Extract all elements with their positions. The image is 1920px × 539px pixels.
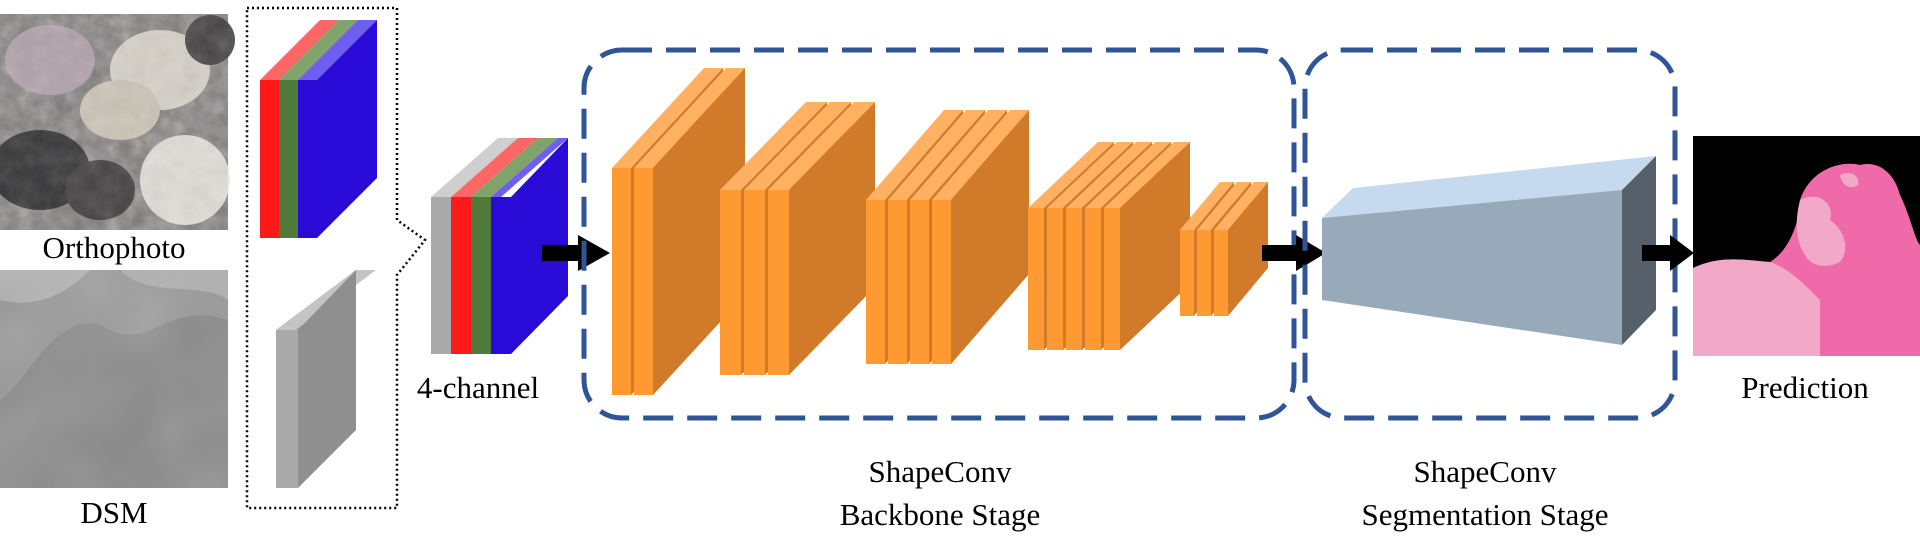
layer-front-face xyxy=(932,200,951,364)
orthophoto-label: Orthophoto xyxy=(43,230,186,265)
backbone-layer-group-3 xyxy=(866,110,1029,364)
dotted-bracket xyxy=(245,6,427,510)
layer-front-face xyxy=(1066,208,1082,350)
four-channel-block xyxy=(431,138,568,354)
segmentation-stage-box xyxy=(1302,47,1678,421)
backbone-layer-group-5 xyxy=(1180,182,1268,316)
layer-front-face xyxy=(1104,208,1120,350)
backbone-stage-box xyxy=(581,47,1297,421)
layer-top-face xyxy=(1214,182,1268,230)
layer-top-face xyxy=(1197,182,1251,230)
layer-front-face xyxy=(1028,208,1044,350)
backbone-caption-line2: Backbone Stage xyxy=(840,497,1041,532)
dsm-label: DSM xyxy=(80,495,147,530)
backbone-layer-group-2 xyxy=(720,102,875,375)
four-channel-label: 4-channel xyxy=(417,370,539,405)
layer-side-face xyxy=(1228,182,1268,316)
layer-front-face xyxy=(1180,230,1194,316)
layer-front-face xyxy=(1085,208,1101,350)
layer-front-face xyxy=(634,168,653,395)
layer-top-face xyxy=(720,102,827,190)
layer-front-face xyxy=(888,200,907,364)
backbone-layer-group-4 xyxy=(1028,142,1190,350)
layer-front-face xyxy=(1214,230,1228,316)
layer-side-face xyxy=(1120,142,1190,350)
layer-front-face xyxy=(744,190,765,375)
layer-top-face xyxy=(932,110,1029,200)
right-arrow-icon xyxy=(1642,235,1694,271)
layer-front-face xyxy=(1197,230,1211,316)
layer-top-face xyxy=(1066,142,1152,208)
layer-front-face xyxy=(720,190,741,375)
layer-top-face xyxy=(866,110,963,200)
dsm-image xyxy=(0,270,228,488)
orthophoto-image xyxy=(0,14,235,230)
segmentation-caption-line2: Segmentation Stage xyxy=(1361,497,1608,532)
layer-front-face xyxy=(866,200,885,364)
layer-side-face xyxy=(789,102,875,375)
backbone-layer-group-1 xyxy=(612,68,745,395)
prediction-mask-image xyxy=(1693,136,1920,356)
layer-top-face xyxy=(1180,182,1234,230)
layer-top-face xyxy=(634,68,745,168)
layer-front-face xyxy=(910,200,929,364)
dsm-channel-block xyxy=(276,270,376,488)
prediction-label: Prediction xyxy=(1741,370,1869,405)
segmentation-decoder-block xyxy=(1322,156,1656,345)
layer-top-face xyxy=(768,102,875,190)
layer-top-face xyxy=(910,110,1007,200)
layer-front-face xyxy=(1047,208,1063,350)
layer-top-face xyxy=(1047,142,1133,208)
segmentation-caption-line1: ShapeConv xyxy=(1414,454,1557,489)
layer-front-face xyxy=(612,168,631,395)
backbone-layers xyxy=(612,68,1268,395)
layer-top-face xyxy=(888,110,985,200)
layer-top-face xyxy=(1085,142,1171,208)
layer-top-face xyxy=(1104,142,1190,208)
layer-front-face xyxy=(768,190,789,375)
layer-top-face xyxy=(1028,142,1114,208)
backbone-caption-line1: ShapeConv xyxy=(869,454,1012,489)
layer-top-face xyxy=(612,68,723,168)
rgb-channel-block xyxy=(260,20,377,238)
layer-top-face xyxy=(744,102,851,190)
layer-side-face xyxy=(951,110,1029,364)
